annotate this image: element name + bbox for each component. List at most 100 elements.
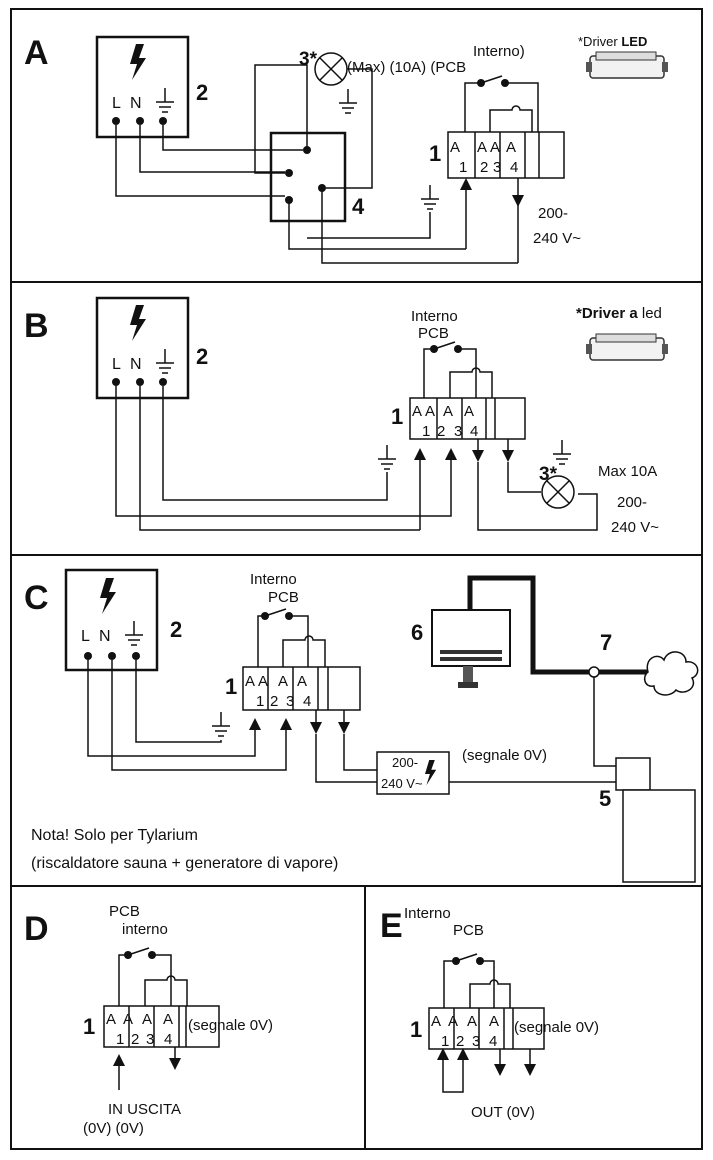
svg-text:N: N [99,628,111,645]
svg-text:A: A [106,1011,116,1028]
svg-text:A: A [425,403,435,420]
svg-text:2: 2 [437,423,445,440]
signal-text: (segnale 0V) [514,1019,599,1036]
svg-text:A: A [163,1011,173,1028]
svg-text:3: 3 [472,1033,480,1050]
svg-text:1: 1 [422,423,430,440]
label-L: L [112,95,121,112]
svg-text:A: A [477,139,487,156]
steam-generator [431,609,511,688]
svg-text:3: 3 [454,423,462,440]
outer-frame [10,8,703,1150]
control-unit [622,789,696,883]
note-line2: (riscaldatore sauna + generatore di vapo… [31,855,338,872]
voltage-line1: 200- [538,205,568,222]
max-text: Max 10A [598,463,657,480]
sensor-number: 7 [600,630,612,655]
svg-text:4: 4 [510,159,518,176]
terminal-number: 1 [429,141,441,166]
ground-icon [377,444,397,470]
note-line1: Nota! Solo per Tylarium [31,827,198,844]
lamp-ground-icon [338,88,358,114]
steam-cloud-icon [643,651,699,696]
lamp-label: 3* [539,464,558,485]
svg-text:A: A [412,403,422,420]
supply-number: 2 [196,344,208,369]
svg-text:A: A [489,1013,499,1030]
terminal-number: 1 [225,674,237,699]
svg-text:A: A [278,673,288,690]
svg-text:3: 3 [146,1031,154,1048]
led-driver-icon [585,333,669,361]
lamp-ground-icon [552,439,572,465]
panel-letter-b: B [24,307,49,345]
svg-text:A: A [431,1013,441,1030]
pcb-line2: PCB [418,325,449,342]
svg-text:4: 4 [164,1031,172,1048]
terminal-number: 1 [83,1014,95,1039]
svg-text:2: 2 [131,1031,139,1048]
pcb-line1: PCB [109,903,140,920]
supply-number: 2 [170,617,182,642]
svg-text:L: L [112,356,121,373]
svg-text:1: 1 [256,693,264,710]
pcb-text: Interno) [473,43,525,60]
panel-letter-d: D [24,910,49,948]
control-number: 5 [599,786,611,811]
steam-pipe [467,575,648,675]
supply-number: 2 [196,80,208,105]
ground-icon [420,184,440,210]
panel-letter-e: E [380,907,403,945]
panel-letter-c: C [24,579,49,617]
voltage-line2: 240 V~ [611,519,659,536]
relay-line2: 240 V~ [381,776,423,791]
relay-line1: 200- [392,755,418,770]
svg-text:A: A [443,403,453,420]
svg-text:4: 4 [489,1033,497,1050]
svg-text:A: A [448,1013,458,1030]
svg-text:2: 2 [270,693,278,710]
svg-text:A: A [297,673,307,690]
terminal-number: 1 [391,404,403,429]
svg-text:1: 1 [441,1033,449,1050]
voltage-line1: 200- [617,494,647,511]
junction-box [269,131,347,223]
junction-number: 4 [352,194,365,219]
out-text: OUT (0V) [471,1104,535,1121]
ground-icon [211,711,231,737]
svg-text:1: 1 [459,159,467,176]
svg-text:A: A [506,139,516,156]
label-N: N [130,95,142,112]
svg-text:A: A [123,1011,133,1028]
pcb-line2: PCB [268,589,299,606]
svg-text:N: N [130,356,142,373]
pcb-line1: Interno [250,571,297,588]
steam-number: 6 [411,620,423,645]
pcb-line2: PCB [453,922,484,939]
svg-text:4: 4 [303,693,311,710]
svg-text:A: A [142,1011,152,1028]
signal-text: (segnale 0V) [462,747,547,764]
svg-text:L: L [81,628,90,645]
driver-label: *Driver a led [576,305,662,322]
pcb-line1: Interno [411,308,458,325]
io-line2: (0V) (0V) [83,1120,144,1137]
lamp-label: 3* [299,49,318,70]
svg-text:2: 2 [480,159,488,176]
sensor [588,666,600,678]
voltage-line2: 240 V~ [533,230,581,247]
lamp-text: (Max) (10A) (PCB [347,59,466,76]
svg-text:2: 2 [456,1033,464,1050]
svg-text:A: A [467,1013,477,1030]
svg-text:A: A [258,673,268,690]
svg-text:A: A [245,673,255,690]
driver-label: *Driver LED [578,34,647,49]
